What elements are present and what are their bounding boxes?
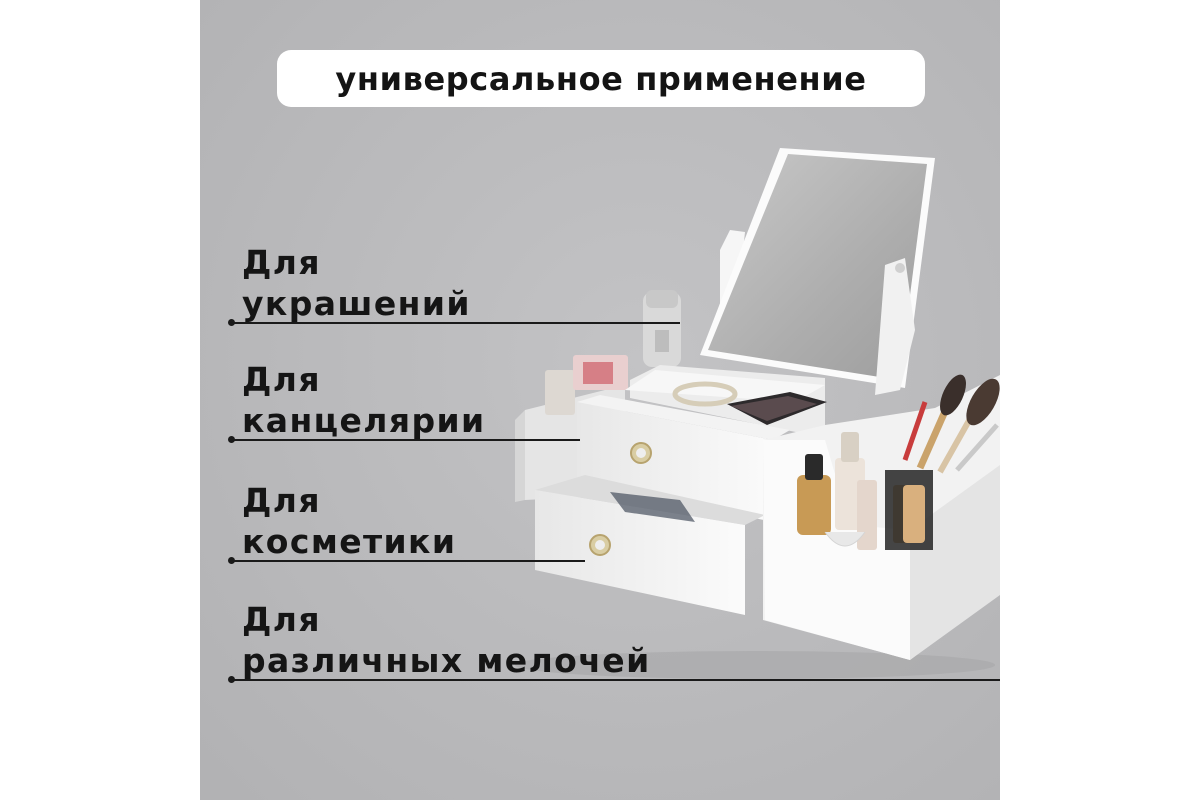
title-pill: универсальное применение [277,50,925,107]
use-label-line2: украшений [242,284,471,323]
use-label-line2: различных мелочей [242,641,651,680]
product-card: универсальное применение [200,0,1000,800]
use-label-cosmetics: Для косметики [242,480,456,562]
use-label-stationery: Для канцелярии [242,359,486,441]
underline [234,560,585,562]
title-text: универсальное применение [335,59,867,98]
underline [234,679,1000,681]
underline [234,439,580,441]
organizer-photo [515,148,1000,679]
bullet-dot [228,319,235,326]
bullet-dot [228,436,235,443]
use-label-line1: Для [242,360,321,399]
underline [234,322,680,324]
use-label-jewelry: Для украшений [242,242,471,324]
use-label-line2: косметики [242,522,457,561]
use-label-line1: Для [242,243,321,282]
use-label-misc: Для различных мелочей [242,599,651,681]
use-label-line1: Для [242,600,321,639]
bullet-dot [228,557,235,564]
use-item-cosmetics: Для косметики [228,478,1000,568]
bullet-dot [228,676,235,683]
use-label-line2: канцелярии [242,401,486,440]
use-label-line1: Для [242,481,321,520]
use-item-misc: Для различных мелочей [228,597,1000,687]
use-item-stationery: Для канцелярии [228,357,1000,447]
use-item-jewelry: Для украшений [228,240,1000,330]
